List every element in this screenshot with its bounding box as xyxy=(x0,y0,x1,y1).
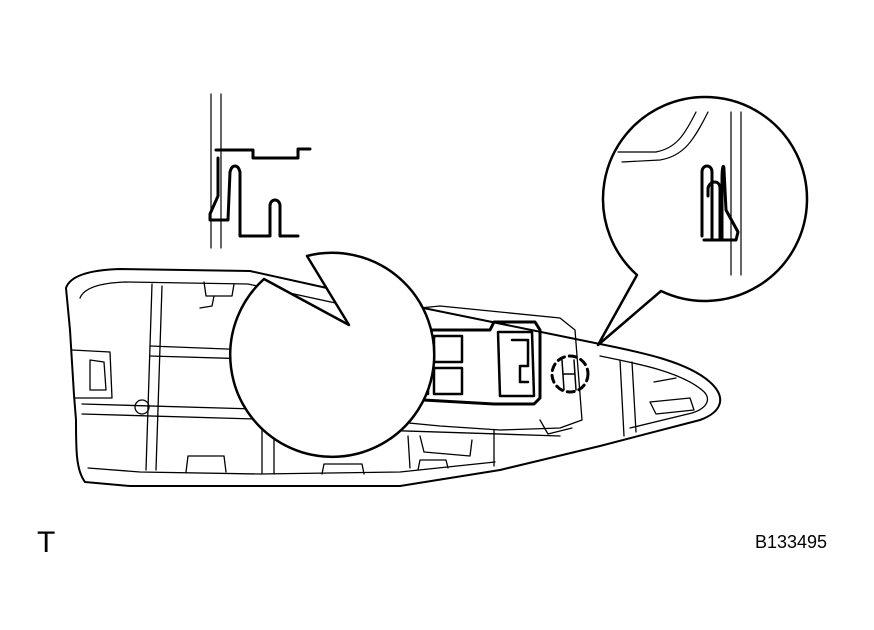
figure-id: B133495 xyxy=(755,532,828,552)
left-detail-callout xyxy=(208,93,436,459)
right-detail-callout xyxy=(596,95,809,347)
corner-mark: T xyxy=(37,526,56,559)
right-clip-marker xyxy=(550,354,590,394)
